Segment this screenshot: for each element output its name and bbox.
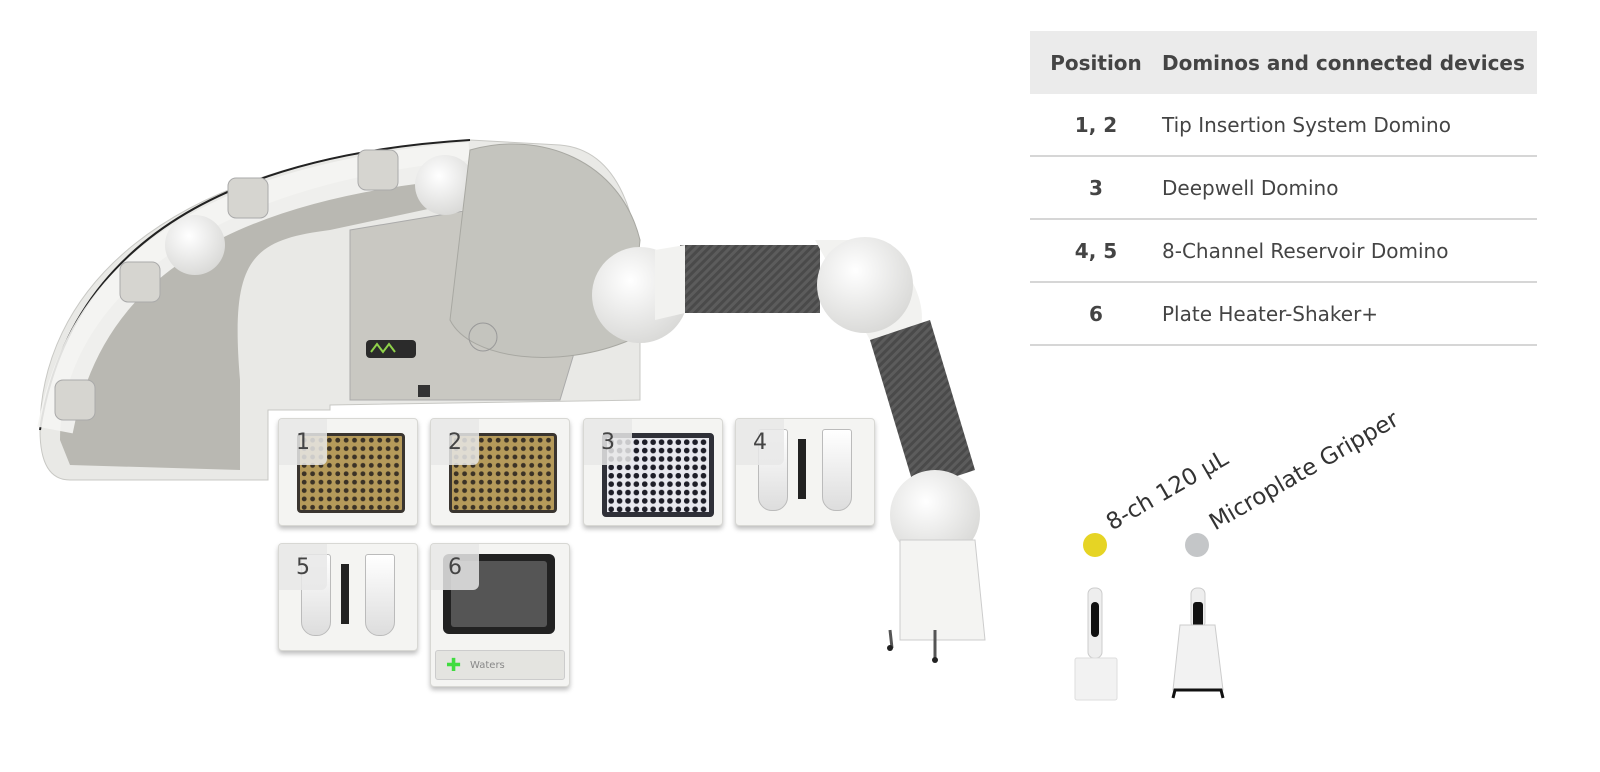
domino-position-4[interactable]: 4 <box>735 418 875 526</box>
domino-position-3[interactable]: 3 <box>583 418 723 526</box>
waters-brand: Waters <box>470 659 505 671</box>
domino-position-5[interactable]: 5 <box>278 543 418 651</box>
row-device: Plate Heater-Shaker+ <box>1162 282 1537 346</box>
position-badge: 5 <box>279 544 327 590</box>
arm-carbon-segment <box>680 245 820 313</box>
waters-panel: ✚ Waters <box>435 650 565 680</box>
position-badge: 1 <box>279 419 327 465</box>
row-device: 8-Channel Reservoir Domino <box>1162 219 1537 283</box>
row-position: 6 <box>1030 282 1162 346</box>
tool-illustrations <box>1074 587 1225 701</box>
domino-position-2[interactable]: 2 <box>430 418 570 526</box>
header-position: Position <box>1030 31 1162 94</box>
andrew-robot-illustration <box>37 139 986 663</box>
pipette-color-dot <box>1083 533 1107 557</box>
position-badge: 6 <box>431 544 479 590</box>
reservoir <box>822 429 852 511</box>
position-badge: 4 <box>736 419 784 465</box>
row-position: 3 <box>1030 156 1162 220</box>
gripper-color-dot <box>1185 533 1209 557</box>
row-device: Deepwell Domino <box>1162 156 1537 220</box>
gripper-label: Microplate Gripper <box>1205 406 1404 536</box>
row-position: 1, 2 <box>1030 94 1162 157</box>
domino-position-1[interactable]: 1 <box>278 418 418 526</box>
pipette-8ch-icon <box>1074 587 1118 701</box>
row-device: Tip Insertion System Domino <box>1162 94 1537 157</box>
microplate-gripper-icon <box>1171 587 1225 699</box>
domino-table: Position Dominos and connected devices 1… <box>1030 31 1537 346</box>
header-devices: Dominos and connected devices <box>1162 31 1537 94</box>
arm-carbon-segment-2 <box>870 320 975 490</box>
waters-logo-icon: ✚ <box>446 655 462 676</box>
domino-position-6[interactable]: ✚ Waters 6 <box>430 543 570 687</box>
reservoir <box>365 554 395 636</box>
position-badge: 3 <box>584 419 632 465</box>
position-badge: 2 <box>431 419 479 465</box>
row-position: 4, 5 <box>1030 219 1162 283</box>
